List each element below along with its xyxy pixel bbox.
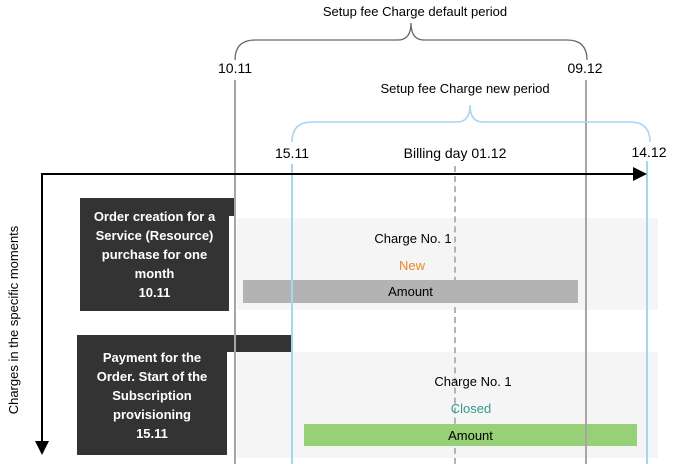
marker-line-09-12	[585, 80, 587, 464]
event-box-order-creation: Order creation for a Service (Resource) …	[80, 198, 229, 311]
time-axis	[42, 173, 635, 175]
charge-title-row1: Charge No. 1	[374, 231, 452, 246]
charge-status-row2: Closed	[450, 401, 492, 416]
date-label-14-12: 14.12	[631, 144, 667, 160]
charge-title-row2: Charge No. 1	[434, 374, 512, 389]
new-period-brace-icon	[291, 104, 651, 143]
amount-label-row1: Amount	[388, 284, 433, 299]
amount-label-row2: Amount	[448, 427, 493, 443]
moments-axis	[41, 173, 43, 443]
date-label-15-11: 15.11	[275, 145, 309, 161]
default-period-brace-icon	[234, 22, 588, 61]
billing-day-line	[454, 166, 456, 464]
charge-status-row1: New	[398, 258, 425, 273]
new-period-brace-label: Setup fee Charge new period	[380, 81, 550, 96]
amount-bar-row1: Amount	[243, 280, 578, 303]
marker-line-15-11	[291, 164, 293, 464]
default-period-brace-label: Setup fee Charge default period	[322, 4, 508, 19]
moments-axis-arrowhead-icon	[35, 441, 49, 455]
y-axis-label: Charges in the specific moments	[6, 225, 21, 415]
date-label-10-11: 10.11	[218, 60, 252, 76]
date-label-09-12: 09.12	[567, 60, 603, 76]
marker-line-14-12	[646, 161, 648, 464]
billing-day-label: Billing day 01.12	[403, 145, 507, 161]
time-axis-arrowhead-icon	[633, 167, 647, 181]
event-box-payment: Payment for the Order. Start of the Subs…	[77, 335, 227, 455]
amount-bar-row2: Amount	[304, 424, 637, 446]
marker-line-10-11	[234, 80, 236, 464]
